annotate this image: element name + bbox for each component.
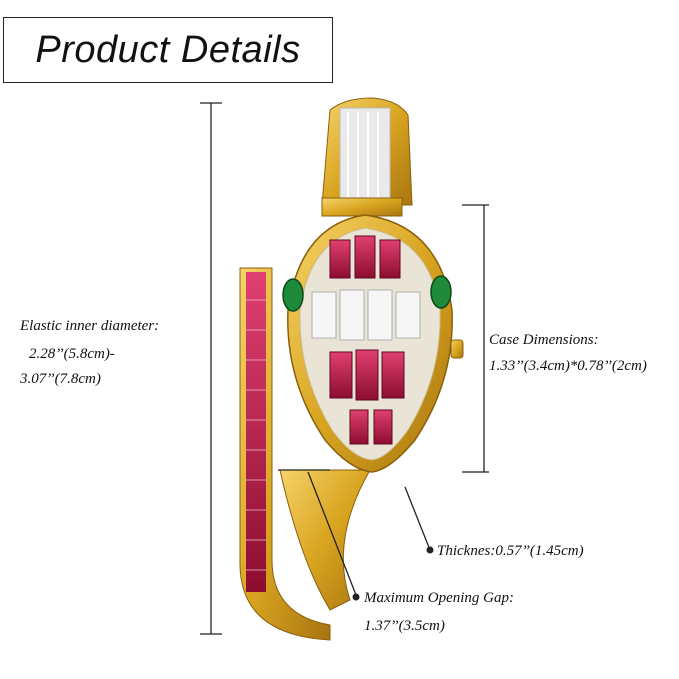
product-details-title-box: Product Details (3, 17, 333, 83)
inner-diameter-title: Elastic inner diameter: (20, 318, 160, 334)
opening-gap-title: Maximum Opening Gap: (364, 590, 514, 606)
thickness-label: Thicknes:0.57’’(1.45cm) (437, 543, 584, 559)
inner-diameter-line1: 2.28’’(5.8cm)- (29, 346, 115, 362)
opening-gap-value: 1.37’’(3.5cm) (364, 618, 445, 634)
case-dimensions-title: Case Dimensions: (489, 332, 599, 348)
inner-diameter-line2: 3.07’’(7.8cm) (20, 371, 101, 387)
page-title: Product Details (35, 28, 301, 71)
case-dimensions-value: 1.33’’(3.4cm)*0.78’’(2cm) (489, 358, 647, 374)
